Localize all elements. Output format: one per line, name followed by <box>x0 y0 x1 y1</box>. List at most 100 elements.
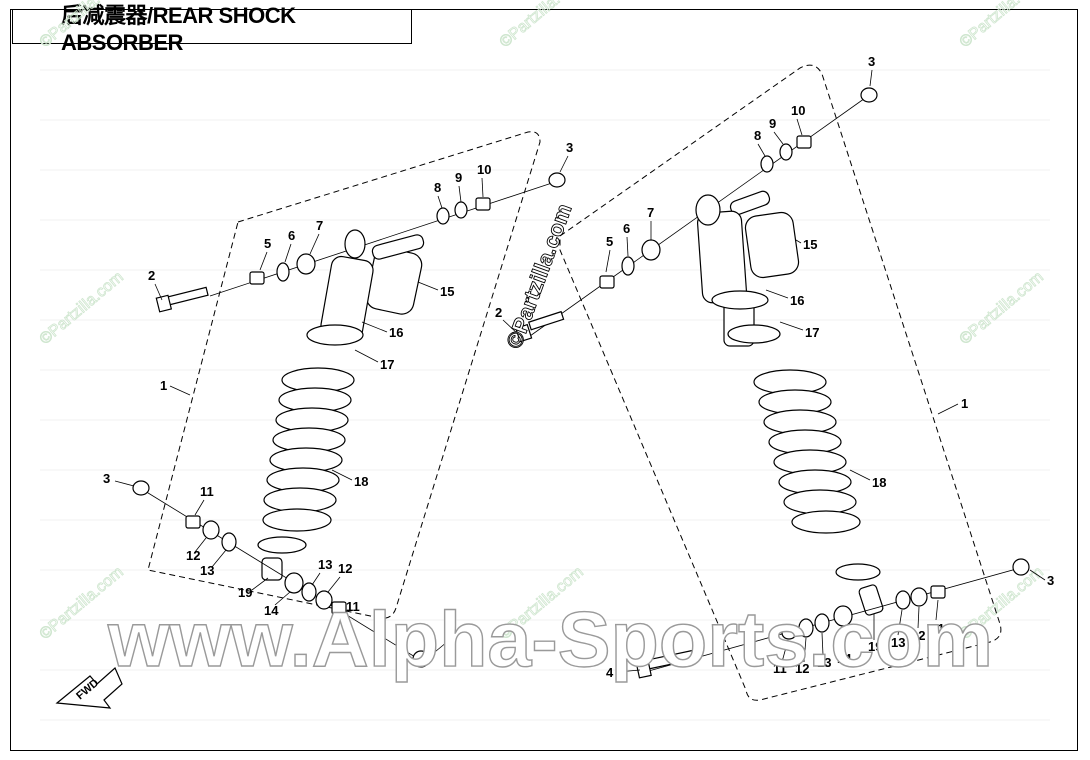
left-collar-14 <box>284 572 304 594</box>
callout-number: 16 <box>790 293 804 308</box>
callout-number: 7 <box>316 218 323 233</box>
callout-number: 12 <box>795 661 809 676</box>
right-callouts: 1 2 3 3 4 5 6 7 8 9 10 11 11 12 <box>495 54 1054 680</box>
left-shock-assembly: FWD <box>55 131 566 709</box>
callout-number: 4 <box>445 625 453 640</box>
left-shock-body <box>306 229 374 346</box>
watermark-text: ©Partzilla.com <box>497 0 587 51</box>
callout-number: 12 <box>911 628 925 643</box>
callout-number: 2 <box>148 268 155 283</box>
right-nut-3-lower <box>1012 558 1030 576</box>
right-oring-9 <box>779 143 793 161</box>
right-bushing-5 <box>599 275 615 289</box>
callout-number: 12 <box>186 548 200 563</box>
left-bushing-11b <box>331 601 347 615</box>
right-collar-7 <box>641 239 661 261</box>
right-bushing-11 <box>781 626 797 640</box>
callout-number: 8 <box>754 128 761 143</box>
callout-number: 13 <box>200 563 214 578</box>
callout-number: 5 <box>606 234 613 249</box>
callout-number: 18 <box>354 474 368 489</box>
callout-number: 6 <box>623 221 630 236</box>
left-nut-3-lower <box>132 480 150 496</box>
right-oring-6 <box>621 256 635 276</box>
callout-number: 4 <box>606 665 614 680</box>
callout-number: 3 <box>566 140 573 155</box>
right-oring-8 <box>760 155 774 173</box>
watermark-text: ©Partzilla.com <box>37 0 127 51</box>
callout-number: 13 <box>891 635 905 650</box>
callout-number: 11 <box>931 621 945 636</box>
callout-number: 7 <box>647 205 654 220</box>
callout-number: 19 <box>868 639 882 654</box>
callout-number: 19 <box>238 585 252 600</box>
right-collar-14 <box>833 605 853 627</box>
right-oring-13 <box>814 613 830 633</box>
callout-number: 5 <box>264 236 271 251</box>
left-bushing-10 <box>475 197 491 211</box>
left-bushing-11 <box>185 515 201 529</box>
right-nut-3-top <box>860 87 878 103</box>
callout-number: 9 <box>769 116 776 131</box>
left-oring-9 <box>454 201 468 219</box>
right-bolt <box>515 310 565 343</box>
right-assembly-outline <box>559 64 1002 701</box>
fwd-arrow: FWD <box>55 667 123 709</box>
watermark-text: ©Partzilla.com <box>37 269 127 348</box>
left-bolt <box>155 286 209 313</box>
right-lower-bolt <box>635 649 697 679</box>
callout-number: 14 <box>837 651 852 666</box>
callout-number: 8 <box>434 180 441 195</box>
right-bushing-11b <box>930 585 946 599</box>
callout-number: 18 <box>872 475 886 490</box>
callout-number: 6 <box>288 228 295 243</box>
left-spring <box>257 367 355 554</box>
watermark-overlay: ©Partzilla.com <box>501 200 576 351</box>
callout-number: 11 <box>773 661 787 676</box>
callout-number: 9 <box>455 170 462 185</box>
callout-number: 10 <box>477 162 491 177</box>
left-callouts: 1 2 3 3 4 5 6 7 8 9 10 11 11 12 <box>103 140 573 657</box>
right-seal-12b <box>910 587 928 607</box>
callout-number: 11 <box>346 599 360 614</box>
callout-number: 10 <box>791 103 805 118</box>
left-oring-13 <box>221 532 237 552</box>
right-spring <box>753 369 881 581</box>
callout-number: 3 <box>103 471 110 486</box>
background-lines <box>40 69 1050 721</box>
callout-number: 1 <box>961 396 968 411</box>
left-oring-8 <box>436 207 450 225</box>
callout-number: 3 <box>868 54 875 69</box>
watermark-text: ©Partzilla.com <box>957 0 1047 51</box>
site-watermark: www.Alpha-Sports.com <box>107 595 993 683</box>
left-seal-12 <box>202 520 220 540</box>
left-oring-6 <box>276 262 290 282</box>
callout-number: 15 <box>440 284 454 299</box>
right-oring-13b <box>895 590 911 610</box>
right-seal-12 <box>798 618 814 638</box>
left-bolt-4-head <box>412 650 430 668</box>
right-shock-assembly <box>515 64 1030 701</box>
right-bushing-10 <box>796 135 812 149</box>
callout-number: 12 <box>338 561 352 576</box>
diagram-title: 后减震器/REAR SHOCK ABSORBER <box>12 3 412 55</box>
left-nut-3-top <box>548 172 566 188</box>
callout-number: 2 <box>495 305 502 320</box>
callout-number: 1 <box>160 378 167 393</box>
callout-number: 17 <box>805 325 819 340</box>
callout-number: 16 <box>389 325 403 340</box>
callout-number: 13 <box>318 557 332 572</box>
watermark-text: ©Partzilla.com <box>957 269 1047 348</box>
left-bushing-5 <box>249 271 265 285</box>
callout-number: 11 <box>200 484 214 499</box>
callout-number: 13 <box>817 655 831 670</box>
callout-number: 17 <box>380 357 394 372</box>
callout-number: 3 <box>1047 573 1054 588</box>
left-reservoir <box>365 234 425 315</box>
callout-number: 14 <box>264 603 279 618</box>
right-shock-body <box>695 194 781 347</box>
callout-number: 15 <box>803 237 817 252</box>
left-oring-13b <box>301 582 317 602</box>
